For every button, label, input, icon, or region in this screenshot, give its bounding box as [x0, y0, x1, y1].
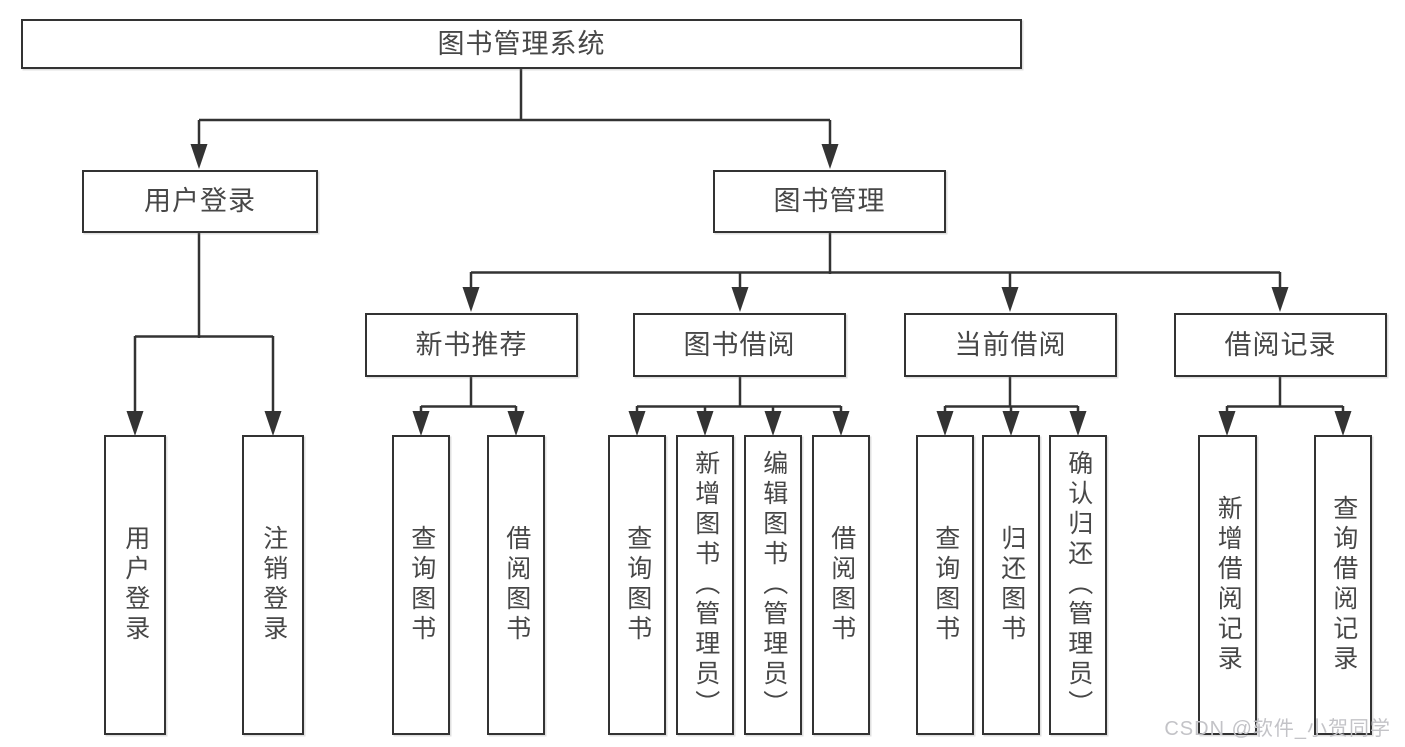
leaf-query-books-2: 查询图书 — [608, 435, 666, 735]
leaf-edit-book-admin-label: 编辑图书（管理员） — [759, 450, 788, 720]
node-user-login-label: 用户登录 — [144, 186, 256, 216]
leaf-query-borrow-record-label: 查询借阅记录 — [1329, 495, 1358, 675]
node-borrowing-records: 借阅记录 — [1174, 313, 1387, 377]
node-root-label: 图书管理系统 — [437, 28, 606, 59]
arrowhead — [190, 144, 208, 169]
node-borrowing-records-label: 借阅记录 — [1224, 329, 1337, 360]
node-new-book-recommend-label: 新书推荐 — [415, 329, 528, 360]
arrowhead — [731, 287, 749, 312]
leaf-borrow-books-2-label: 借阅图书 — [827, 525, 856, 645]
leaf-query-books-2-label: 查询图书 — [623, 525, 652, 645]
arrowhead — [821, 144, 839, 169]
leaf-borrow-books-1-label: 借阅图书 — [502, 525, 531, 645]
leaf-return-books: 归还图书 — [982, 435, 1040, 735]
leaf-confirm-return-admin-label: 确认归还（管理员） — [1064, 450, 1093, 720]
node-book-management-label: 图书管理 — [773, 186, 886, 216]
arrowhead — [832, 411, 850, 436]
leaf-user-login-label: 用户登录 — [121, 525, 150, 645]
node-book-borrowing-label: 图书借阅 — [683, 329, 796, 360]
arrowhead — [1271, 287, 1289, 312]
leaf-user-login: 用户登录 — [104, 435, 166, 735]
leaf-return-books-label: 归还图书 — [997, 525, 1026, 645]
node-current-borrowing: 当前借阅 — [904, 313, 1117, 377]
node-book-management: 图书管理 — [713, 170, 946, 233]
node-new-book-recommend: 新书推荐 — [365, 313, 578, 377]
leaf-edit-book-admin: 编辑图书（管理员） — [744, 435, 802, 735]
leaf-query-books-1: 查询图书 — [392, 435, 450, 735]
leaf-confirm-return-admin: 确认归还（管理员） — [1049, 435, 1107, 735]
leaf-borrow-books-2: 借阅图书 — [812, 435, 870, 735]
leaf-query-borrow-record: 查询借阅记录 — [1314, 435, 1372, 735]
node-current-borrowing-label: 当前借阅 — [954, 329, 1067, 360]
arrowhead — [1218, 411, 1236, 436]
leaf-add-borrow-record-label: 新增借阅记录 — [1214, 495, 1243, 675]
leaf-add-book-admin: 新增图书（管理员） — [676, 435, 734, 735]
leaf-query-books-1-label: 查询图书 — [407, 525, 436, 645]
arrowhead — [126, 411, 144, 436]
leaf-borrow-books-1: 借阅图书 — [487, 435, 545, 735]
arrowhead — [764, 411, 782, 436]
arrowhead — [628, 411, 646, 436]
leaf-query-books-3: 查询图书 — [916, 435, 974, 735]
node-book-borrowing: 图书借阅 — [633, 313, 846, 377]
leaf-logout: 注销登录 — [242, 435, 304, 735]
arrowhead — [936, 411, 954, 436]
arrowhead — [1001, 287, 1019, 312]
arrowhead — [1069, 411, 1087, 436]
arrowhead — [1334, 411, 1352, 436]
leaf-query-books-3-label: 查询图书 — [931, 525, 960, 645]
arrowhead — [264, 411, 282, 436]
leaf-logout-label: 注销登录 — [259, 525, 288, 645]
arrowhead — [462, 287, 480, 312]
arrowhead — [507, 411, 525, 436]
csdn-watermark: CSDN @软件_小贺同学 — [1164, 718, 1391, 740]
leaf-add-borrow-record: 新增借阅记录 — [1198, 435, 1257, 735]
node-user-login: 用户登录 — [82, 170, 318, 233]
arrowhead — [412, 411, 430, 436]
node-root: 图书管理系统 — [21, 19, 1022, 69]
leaf-add-book-admin-label: 新增图书（管理员） — [691, 450, 720, 720]
arrowhead — [696, 411, 714, 436]
arrowhead — [1002, 411, 1020, 436]
